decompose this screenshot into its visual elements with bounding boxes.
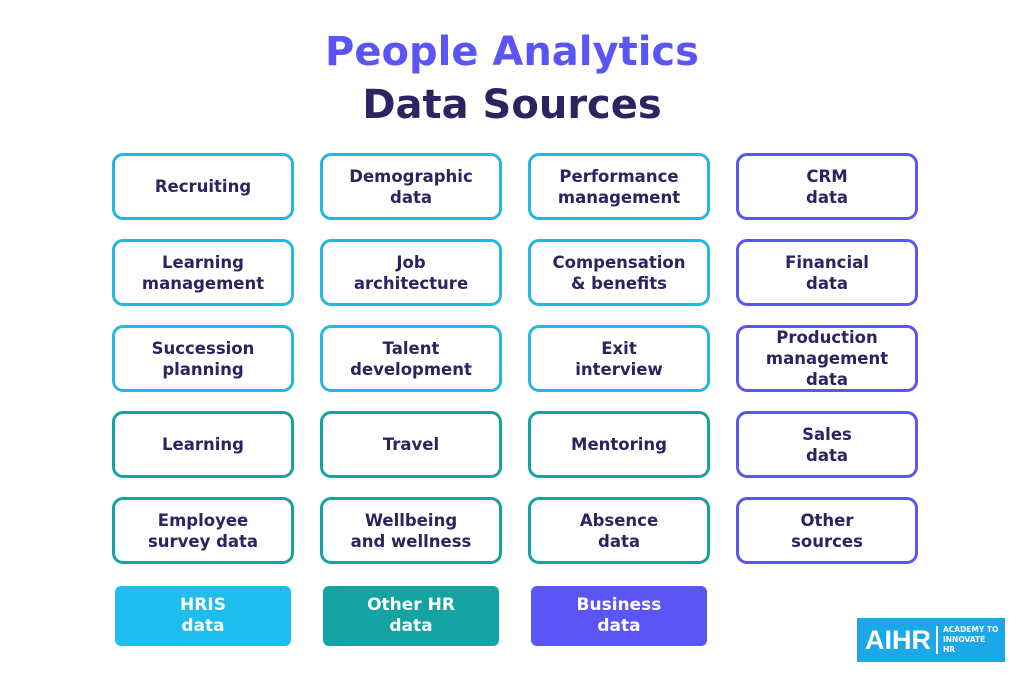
source-card: Exit interview <box>528 325 710 392</box>
source-card-label: Absence data <box>579 510 659 551</box>
source-card: Production management data <box>736 325 918 392</box>
data-source-grid: Recruiting Demographic data Performance ma… <box>112 153 918 564</box>
source-card-label: Sales data <box>802 424 852 465</box>
source-card: Compensation & benefits <box>528 239 710 306</box>
source-card-label: Compensation & benefits <box>552 252 686 293</box>
aihr-logo: AIHR ACADEMY TO INNOVATE HR <box>857 618 1005 662</box>
logo-mark: AIHR <box>865 625 931 655</box>
source-card: Financial data <box>736 239 918 306</box>
source-card-label: Other sources <box>791 510 863 551</box>
source-card-label: Wellbeing and wellness <box>350 510 472 551</box>
legend-item: Other HR data <box>323 586 499 646</box>
source-card-label: Job architecture <box>353 252 469 293</box>
legend-label: Other HR data <box>367 595 455 636</box>
source-card-label: Talent development <box>350 338 472 379</box>
source-card-label: Production management data <box>765 328 889 389</box>
source-card-label: Travel <box>382 435 440 454</box>
source-card: Recruiting <box>112 153 294 220</box>
source-card: CRM data <box>736 153 918 220</box>
source-card: Other sources <box>736 497 918 564</box>
source-card: Learning <box>112 411 294 478</box>
source-card: Travel <box>320 411 502 478</box>
source-card: Wellbeing and wellness <box>320 497 502 564</box>
source-card-label: Demographic data <box>349 166 473 207</box>
source-card-label: Learning management <box>141 252 265 293</box>
legend-label: Business data <box>576 595 662 636</box>
title-line-1: People Analytics <box>325 29 699 75</box>
source-card: Sales data <box>736 411 918 478</box>
source-card: Talent development <box>320 325 502 392</box>
source-card: Demographic data <box>320 153 502 220</box>
title-line-2: Data Sources <box>362 82 662 128</box>
source-card-label: Mentoring <box>571 435 667 454</box>
legend-label: HRIS data <box>180 595 226 636</box>
source-card-label: Learning <box>162 435 244 454</box>
source-card-label: Employee survey data <box>147 510 259 551</box>
source-card-label: Succession planning <box>151 338 255 379</box>
legend-item: HRIS data <box>115 586 291 646</box>
source-card-label: Performance management <box>557 166 681 207</box>
source-card: Job architecture <box>320 239 502 306</box>
logo-divider <box>936 626 938 654</box>
source-card: Employee survey data <box>112 497 294 564</box>
legend-item: Business data <box>531 586 707 646</box>
source-card-label: Financial data <box>785 252 869 293</box>
source-card: Learning management <box>112 239 294 306</box>
source-card-label: CRM data <box>806 166 848 207</box>
source-card: Mentoring <box>528 411 710 478</box>
source-card-label: Exit interview <box>575 338 663 379</box>
source-card: Succession planning <box>112 325 294 392</box>
logo-tagline: ACADEMY TO INNOVATE HR <box>942 625 999 654</box>
source-card: Absence data <box>528 497 710 564</box>
legend: HRIS data Other HR data Business data <box>115 586 707 646</box>
source-card: Performance management <box>528 153 710 220</box>
source-card-label: Recruiting <box>154 177 252 196</box>
